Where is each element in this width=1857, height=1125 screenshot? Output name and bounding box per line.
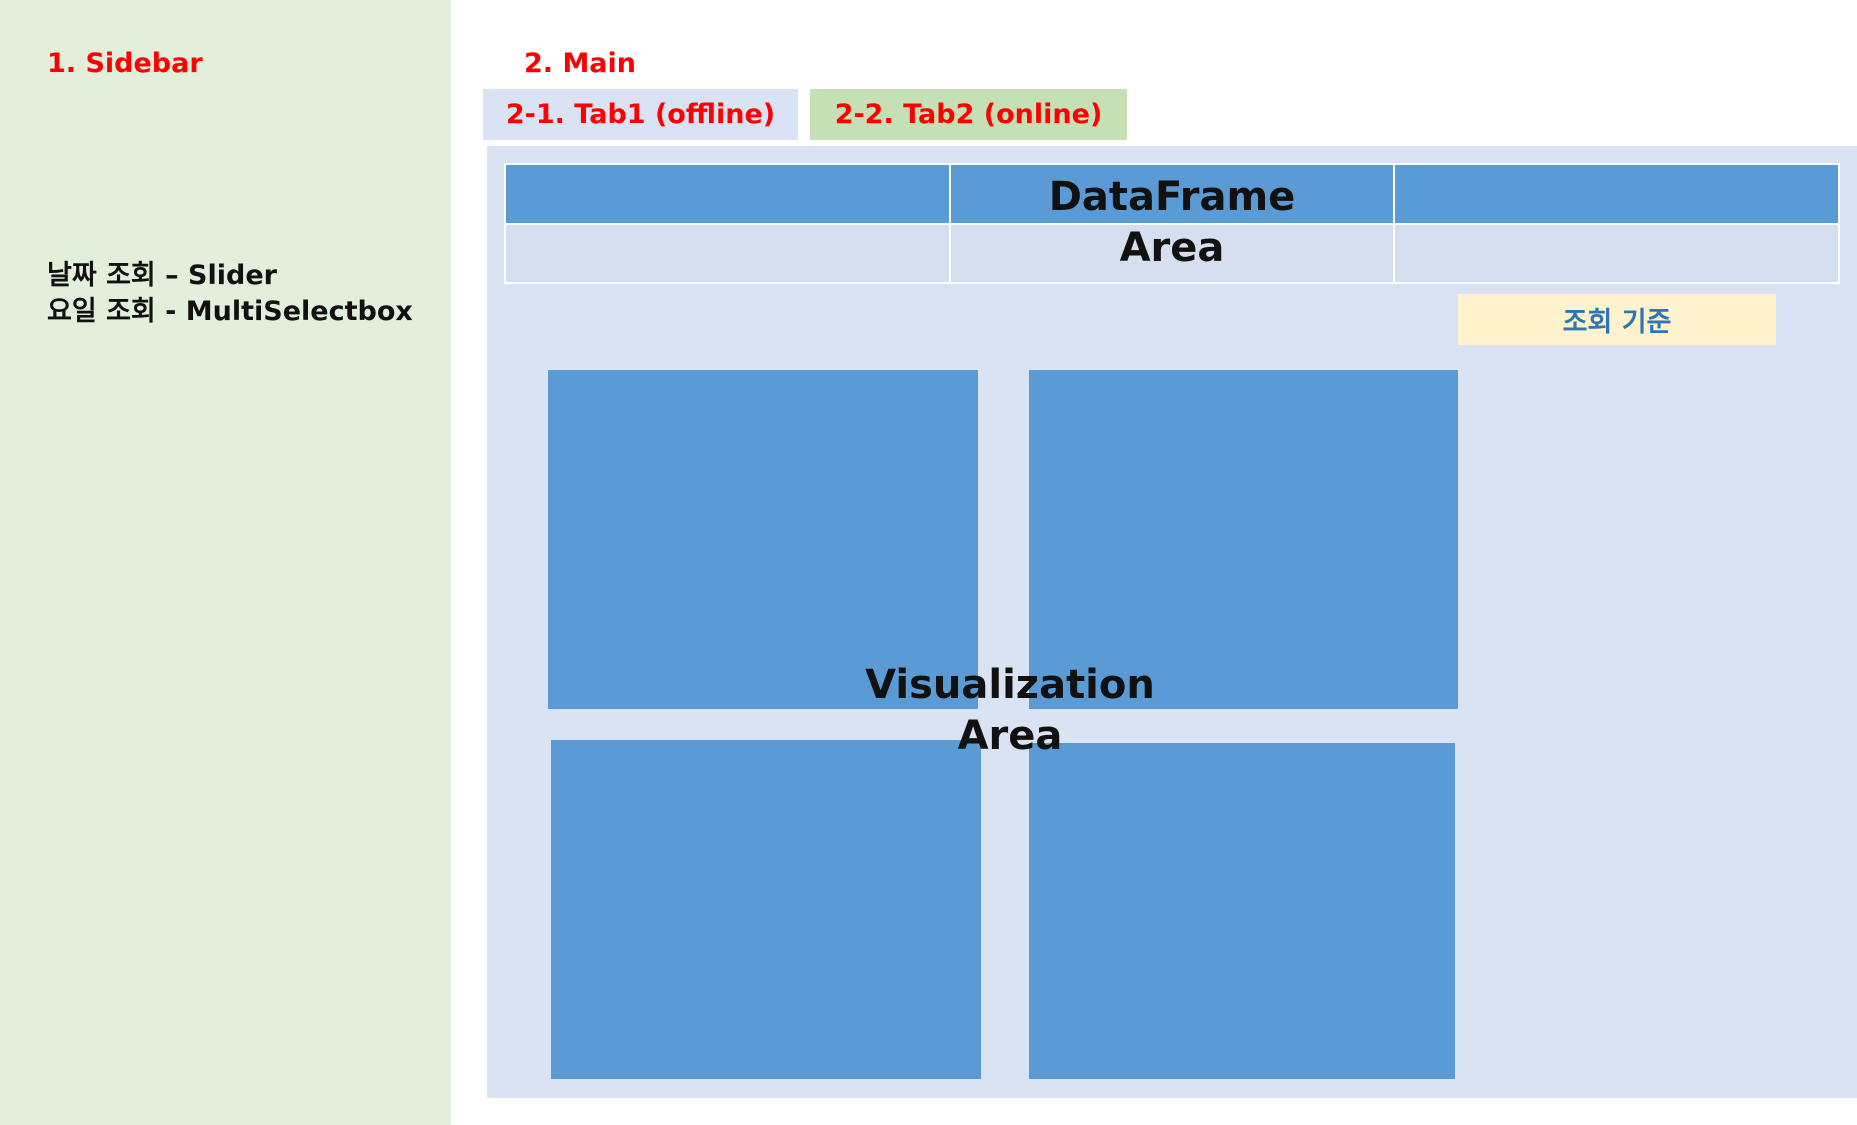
- main-heading: 2. Main: [524, 48, 637, 79]
- dataframe-area-label-line1: DataFrame: [1048, 174, 1296, 220]
- tab-online[interactable]: 2-2. Tab2 (online): [810, 89, 1127, 140]
- sidebar-heading: 1. Sidebar: [47, 48, 203, 79]
- visualization-area-label: Visualization Area: [855, 660, 1165, 762]
- dataframe-header-cell: [948, 163, 1396, 225]
- date-query-slider-label: 날짜 조회 – Slider: [47, 260, 277, 291]
- dataframe-body-cell: [504, 223, 951, 284]
- sidebar-region: 1. Sidebar 날짜 조회 – Slider 요일 조회 - MultiS…: [0, 0, 451, 1125]
- visualization-panel-top-left: [548, 370, 978, 709]
- dataframe-body-row: [504, 223, 1840, 284]
- dataframe-table: [504, 163, 1840, 284]
- sidebar-controls-description: 날짜 조회 – Slider 요일 조회 - MultiSelectbox: [47, 258, 413, 330]
- dataframe-area-label-line2: Area: [1119, 225, 1225, 271]
- query-basis-box[interactable]: 조회 기준: [1458, 294, 1776, 345]
- visualization-panel-top-right: [1029, 370, 1458, 709]
- visualization-panel-bottom-left: [551, 740, 981, 1079]
- weekday-query-multiselect-label: 요일 조회 - MultiSelectbox: [47, 296, 413, 327]
- dataframe-area-label: DataFrame Area: [1040, 172, 1304, 274]
- dataframe-body-cell: [1393, 223, 1840, 284]
- dataframe-header-cell: [504, 163, 951, 225]
- visualization-panel-bottom-right: [1029, 743, 1455, 1079]
- visualization-area-label-line1: Visualization: [865, 662, 1155, 708]
- visualization-area-label-line2: Area: [957, 713, 1063, 759]
- dataframe-body-cell: [948, 223, 1396, 284]
- dataframe-header-cell: [1393, 163, 1840, 225]
- tab-offline[interactable]: 2-1. Tab1 (offline): [483, 89, 798, 140]
- dataframe-header-row: [504, 163, 1840, 225]
